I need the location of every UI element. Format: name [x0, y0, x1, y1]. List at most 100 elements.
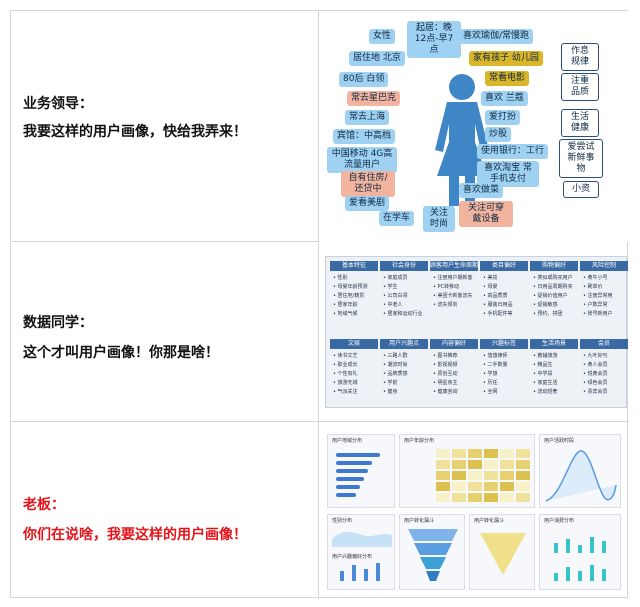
- table-cell: • 全网: [483, 389, 498, 395]
- persona-figure: 女性 起居：晚 12点-早7点 喜欢瑜伽/常慢跑 居住地 北京 80后 白领 常…: [319, 11, 629, 242]
- table-cell: • 学旅: [483, 371, 498, 377]
- table-cell: • 服装日用品: [483, 302, 513, 308]
- tag-age: 80后 白领: [339, 72, 389, 87]
- table-header-top: 类目偏好: [480, 261, 528, 271]
- dashboard-heatmap-card: 用户年龄分布: [399, 434, 535, 508]
- heatmap-cell: [516, 471, 530, 480]
- person-head-icon: [449, 74, 475, 100]
- tag-kids: 家有孩子 幼儿园: [469, 51, 543, 66]
- tag-taobao: 喜欢淘宝 常手机支付: [477, 161, 539, 187]
- heatmap-cell: [484, 493, 498, 502]
- heatmap-cell: [500, 449, 514, 458]
- speaker-quote: 你们在说啥，我要这样的用户画像！: [23, 527, 247, 543]
- heatmap-cell: [500, 493, 514, 502]
- table-cell: • 健康咨询: [433, 389, 458, 395]
- table-cell: • 个性有礼: [333, 371, 358, 377]
- trait-schedule: 作息 规律: [561, 43, 599, 71]
- table-header-bottom: 内容偏好: [430, 339, 478, 349]
- row-2-image-cell: 基本特征• 性别• 母婴年龄预测• 居住地/籍贯• 居家年龄• 地域气候社会身份…: [319, 242, 629, 421]
- table-cell: • 居住地/籍贯: [333, 293, 365, 299]
- dashboard-region-card: 用户地域分布: [327, 434, 395, 508]
- table-cell: • 学前: [383, 380, 398, 386]
- tag-movies: 常看电影: [485, 71, 530, 86]
- bar: [336, 493, 356, 497]
- table-header-top: 基本特征: [330, 261, 378, 271]
- area-chart: [332, 531, 392, 547]
- heatmap-cell: [484, 449, 498, 458]
- row-3-image-cell: 用户地域分布 用户年龄分布 用户活跃时段 性别分布: [319, 422, 629, 599]
- heatmap-cell: [436, 460, 450, 469]
- bar: [602, 541, 606, 553]
- row-boss: 老板： 你们在说啥，我要这样的用户画像！ 用户地域分布 用户年龄分布 用户活跃时…: [11, 422, 629, 599]
- table-cell: • 贵宾会员: [583, 389, 608, 395]
- trait-health: 生活 健康: [561, 109, 599, 137]
- bar: [340, 571, 344, 581]
- table-cell: • 影视视频: [433, 362, 458, 368]
- table-cell: • 流失倾向: [433, 302, 458, 308]
- person-body-icon: [435, 102, 489, 206]
- heatmap-cell: [468, 471, 482, 480]
- tag-mobile: 中国移动 4G高流量用户: [327, 147, 397, 173]
- table-cell: • 职业成长: [333, 362, 358, 368]
- table-cell: • 明星亲主: [433, 380, 458, 386]
- speaker-quote: 这个才叫用户画像！你那是啥！: [23, 345, 219, 361]
- heatmap-cell: [452, 449, 466, 458]
- tag-dressup: 爱打扮: [485, 110, 521, 125]
- table-cell: • 母婴: [483, 284, 498, 290]
- bar: [578, 545, 582, 553]
- heatmap-cell: [516, 449, 530, 458]
- table-cell: • 潮流时尚: [383, 362, 408, 368]
- funnel-chart: [408, 529, 458, 581]
- row-3-text-cell: 老板： 你们在说啥，我要这样的用户画像！: [11, 422, 319, 599]
- heatmap-cell: [516, 460, 530, 469]
- table-cell: • 气派关注: [333, 389, 358, 395]
- table-cell: • 预约、拼团: [533, 311, 563, 317]
- heatmap-cell: [436, 449, 450, 458]
- heatmap-cell: [516, 482, 530, 491]
- table-header-bottom: 会员: [580, 339, 628, 349]
- bar: [602, 569, 606, 581]
- table-cell: • 手机配件等: [483, 311, 513, 317]
- table-header-bottom: 生活场景: [530, 339, 578, 349]
- table-cell: • 日用品周期购买: [533, 284, 573, 290]
- table-cell: • 母婴年龄预测: [333, 284, 368, 290]
- table-header-top: 风险控制: [580, 261, 628, 271]
- dashboard-title: 用户消费分布: [544, 518, 575, 524]
- heatmap-cell: [452, 460, 466, 469]
- table-cell: • 黄牛小号: [583, 275, 608, 281]
- dashboard-title: 用户转化漏斗: [404, 518, 435, 524]
- heatmap-cell: [468, 482, 482, 491]
- tag-bank: 使用银行：工行: [477, 144, 549, 159]
- table-header-bottom: 用户兴趣点: [380, 339, 428, 349]
- table-cell: • 中学段: [533, 371, 553, 377]
- table-cell: • 公司白领: [383, 293, 408, 299]
- trait-novelty: 爱尝试 新鲜事 物: [559, 139, 603, 178]
- bar: [566, 567, 570, 581]
- dashboard-column-card: 用户消费分布: [539, 514, 621, 590]
- tag-tv: 爱看美剧: [345, 196, 390, 211]
- trait-quality: 注重 品质: [561, 73, 599, 101]
- table-cell: • 家庭成员: [383, 275, 408, 281]
- dashboard-title: 用户活跃时段: [544, 438, 575, 444]
- table-header-top: 顾客用户生命周期: [430, 261, 479, 271]
- bar: [590, 565, 594, 581]
- table-cell: • 精品生: [533, 362, 553, 368]
- bar: [336, 469, 368, 473]
- speaker-quote: 我要这样的用户画像，快给我弄来！: [23, 124, 247, 140]
- bar: [566, 539, 570, 553]
- table-cell: • 地域气候: [333, 311, 358, 317]
- comparison-table: 业务领导： 我要这样的用户画像，快给我弄来！ 女性 起居：晚 12点-早7点 喜…: [10, 10, 629, 599]
- table-cell: • 美团卡新客流失: [433, 293, 473, 299]
- table-cell: • 流动轻奢: [533, 389, 558, 395]
- table-header-bottom: 兴趣标签: [480, 339, 528, 349]
- table-cell: • 居家年龄: [333, 302, 358, 308]
- heatmap-cell: [452, 482, 466, 491]
- table-cell: • PC转移动: [433, 284, 460, 290]
- tag-cooking: 喜欢做菜: [459, 183, 504, 198]
- speaker-label: 数据同学：: [23, 315, 93, 331]
- table-cell: • 三路人群: [383, 353, 408, 359]
- tag-gender: 女性: [369, 29, 396, 44]
- triangle-chart: [480, 533, 526, 575]
- heatmap-cell: [452, 493, 466, 502]
- tag-driving: 在学车: [379, 211, 415, 226]
